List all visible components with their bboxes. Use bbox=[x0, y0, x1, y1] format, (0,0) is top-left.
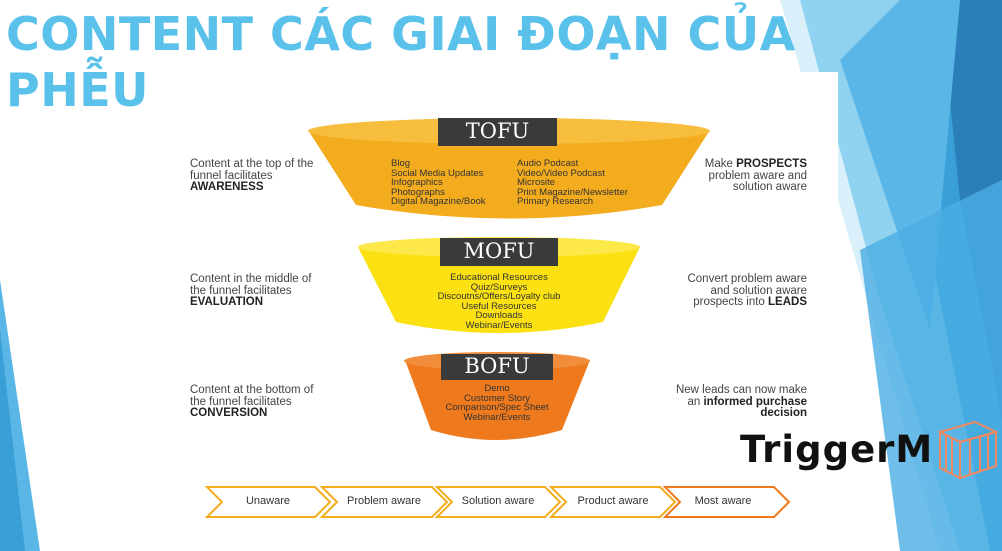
tofu-content-col-1: Blog Social Media Updates Infographics P… bbox=[391, 159, 486, 207]
list-item: Discoutns/Offers/Loyalty club bbox=[437, 291, 561, 302]
cube-logo-icon bbox=[937, 420, 999, 480]
list-item: Comparison/Spec Sheet bbox=[445, 402, 549, 413]
awareness-arrows bbox=[204, 486, 791, 518]
mofu-label-box bbox=[440, 238, 558, 266]
mofu-funnel-bottom bbox=[396, 322, 603, 333]
bofu-content-list: Demo Customer Story Comparison/Spec Shee… bbox=[417, 384, 577, 422]
list-item: Quiz/Surveys bbox=[470, 281, 528, 293]
slide-title-line-1: CONTENT CÁC GIAI ĐOẠN CỦA bbox=[6, 7, 796, 61]
tofu-funnel-body bbox=[308, 130, 710, 205]
stage-most-aware: Most aware bbox=[694, 495, 752, 507]
tofu-label-box bbox=[438, 118, 557, 146]
bofu-label: BOFU bbox=[464, 354, 530, 378]
list-item: Blog bbox=[391, 158, 411, 169]
list-item: Video/Video Podcast bbox=[517, 167, 605, 179]
tofu-label: TOFU bbox=[465, 119, 530, 143]
stage-product-aware: Product aware bbox=[577, 495, 649, 507]
list-item: Social Media Updates bbox=[391, 167, 484, 179]
list-item: Photographs bbox=[391, 186, 445, 198]
tofu-content-col-2: Audio Podcast Video/Video Podcast Micros… bbox=[517, 159, 628, 207]
list-item: Educational Resources bbox=[450, 272, 548, 283]
list-item: Downloads bbox=[475, 310, 523, 321]
list-item: Webinar/Events bbox=[465, 319, 533, 331]
list-item: Microsite bbox=[517, 177, 556, 188]
list-item: Customer Story bbox=[464, 392, 530, 404]
mofu-right-text: Convert problem aware and solution aware… bbox=[687, 273, 807, 308]
bofu-left-text: Content at the bottom of the funnel faci… bbox=[190, 384, 314, 419]
bofu-funnel-bottom bbox=[431, 430, 562, 440]
list-item: Primary Research bbox=[517, 196, 594, 207]
tofu-left-text: Content at the top of the funnel facilit… bbox=[190, 158, 314, 193]
list-item: Print Magazine/Newsletter bbox=[517, 186, 628, 198]
mofu-left-text: Content in the middle of the funnel faci… bbox=[190, 273, 312, 308]
list-item: Digital Magazine/Book bbox=[391, 196, 486, 207]
mofu-content-list: Educational Resources Quiz/Surveys Disco… bbox=[399, 273, 599, 330]
mofu-funnel-body bbox=[358, 247, 640, 322]
bofu-label-box bbox=[441, 354, 553, 380]
list-item: Infographics bbox=[391, 177, 443, 188]
list-item: Webinar/Events bbox=[463, 411, 531, 423]
slide-title: CONTENT CÁC GIAI ĐOẠN CỦA PHỄU bbox=[6, 6, 796, 118]
tofu-funnel-bottom bbox=[356, 205, 662, 219]
slide-title-line-2: PHỄU bbox=[6, 63, 149, 117]
stage-problem-aware: Problem aware bbox=[347, 495, 421, 507]
bofu-right-text: New leads can now make an informed purch… bbox=[675, 384, 807, 419]
list-item: Audio Podcast bbox=[517, 158, 579, 169]
triggerm-logo: TriggerM bbox=[740, 428, 934, 471]
list-item: Demo bbox=[484, 383, 510, 394]
tofu-right-text: Make PROSPECTS problem aware and solutio… bbox=[704, 158, 807, 193]
stage-solution-aware: Solution aware bbox=[461, 495, 535, 507]
stage-unaware: Unaware bbox=[245, 495, 291, 507]
list-item: Useful Resources bbox=[461, 300, 537, 312]
mofu-label: MOFU bbox=[463, 239, 535, 263]
